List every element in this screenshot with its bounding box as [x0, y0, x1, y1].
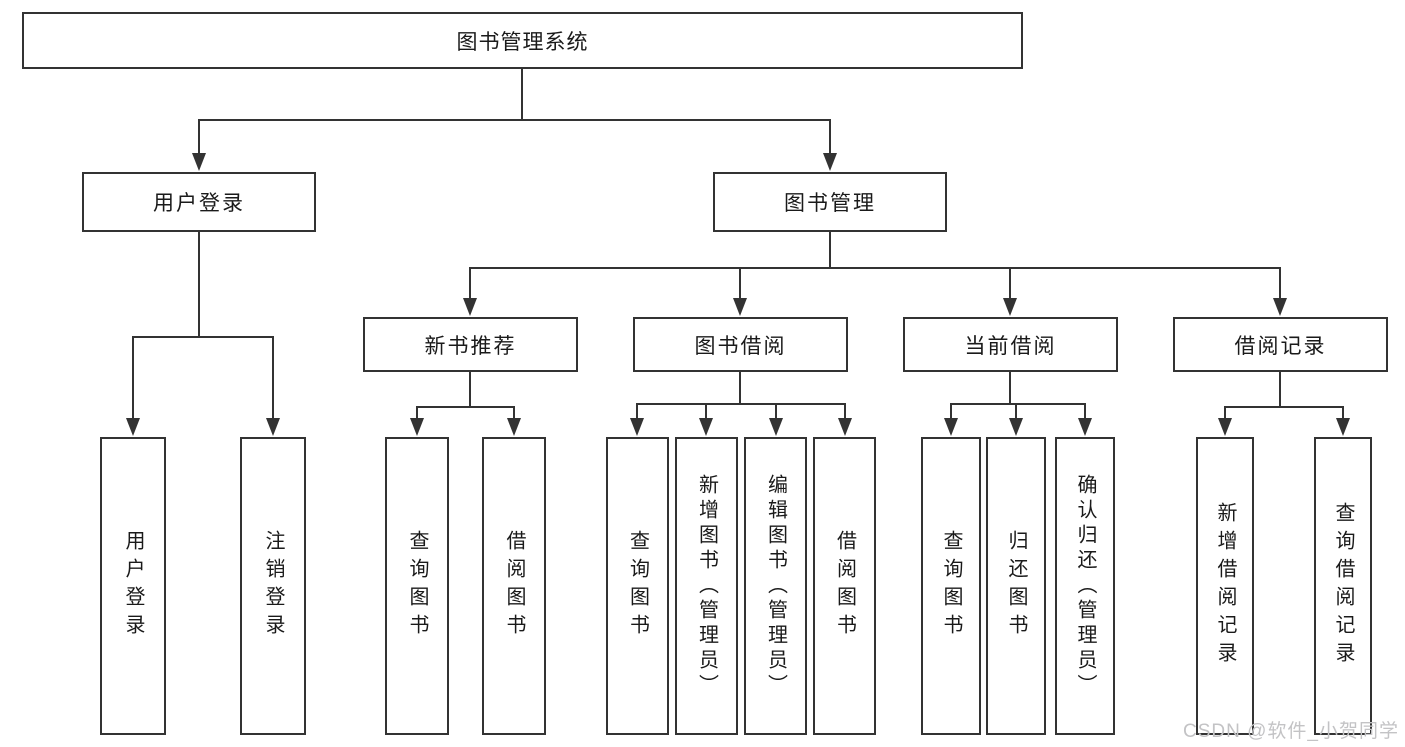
node-borrowing-records: 借阅记录 — [1173, 317, 1388, 372]
csdn-watermark: CSDN @软件_小贺同学 — [1183, 721, 1399, 742]
leaf-label: 注销登录 — [262, 530, 284, 642]
leaf-label: 确认归还（管理员） — [1074, 473, 1096, 699]
leaf-label: 编辑图书（管理员） — [764, 473, 787, 699]
node-current-borrowing: 当前借阅 — [903, 317, 1118, 372]
leaf-query-books-borrow: 查询图书 — [606, 437, 669, 735]
node-label: 图书管理 — [784, 192, 876, 215]
connector-bus — [132, 68, 1344, 408]
leaf-label: 归还图书 — [1005, 530, 1027, 642]
leaf-label: 查询图书 — [406, 530, 428, 642]
node-user-login: 用户登录 — [82, 172, 316, 232]
leaf-return-book: 归还图书 — [986, 437, 1046, 735]
leaf-add-borrow-record: 新增借阅记录 — [1196, 437, 1254, 735]
leaf-user-login: 用户登录 — [100, 437, 166, 735]
node-label: 新书推荐 — [424, 334, 517, 358]
leaf-borrow-books: 借阅图书 — [813, 437, 876, 735]
node-label: 用户登录 — [153, 192, 245, 215]
leaf-label: 借阅图书 — [833, 530, 856, 642]
node-root-system: 图书管理系统 — [22, 12, 1023, 69]
node-label: 借阅记录 — [1234, 334, 1327, 358]
node-label: 图书借阅 — [694, 334, 787, 358]
node-root-label: 图书管理系统 — [456, 30, 589, 54]
leaf-query-books-recommend: 查询图书 — [385, 437, 449, 735]
leaf-add-book-admin: 新增图书（管理员） — [675, 437, 738, 735]
leaf-label: 查询借阅记录 — [1332, 502, 1354, 670]
leaf-label: 查询图书 — [626, 530, 649, 642]
leaf-logout: 注销登录 — [240, 437, 306, 735]
leaf-edit-book-admin: 编辑图书（管理员） — [744, 437, 807, 735]
leaf-label: 新增图书（管理员） — [695, 473, 718, 699]
leaf-confirm-return-admin: 确认归还（管理员） — [1055, 437, 1115, 735]
node-book-management: 图书管理 — [713, 172, 947, 232]
leaf-label: 用户登录 — [122, 530, 144, 642]
leaf-borrow-books-recommend: 借阅图书 — [482, 437, 546, 735]
node-new-book-recommend: 新书推荐 — [363, 317, 578, 372]
leaf-label: 借阅图书 — [503, 530, 525, 642]
leaf-label: 查询图书 — [940, 530, 962, 642]
node-label: 当前借阅 — [964, 334, 1057, 358]
leaf-query-books-current: 查询图书 — [921, 437, 981, 735]
leaf-query-borrow-record: 查询借阅记录 — [1314, 437, 1372, 735]
node-book-borrowing: 图书借阅 — [633, 317, 848, 372]
leaf-label: 新增借阅记录 — [1214, 502, 1236, 670]
